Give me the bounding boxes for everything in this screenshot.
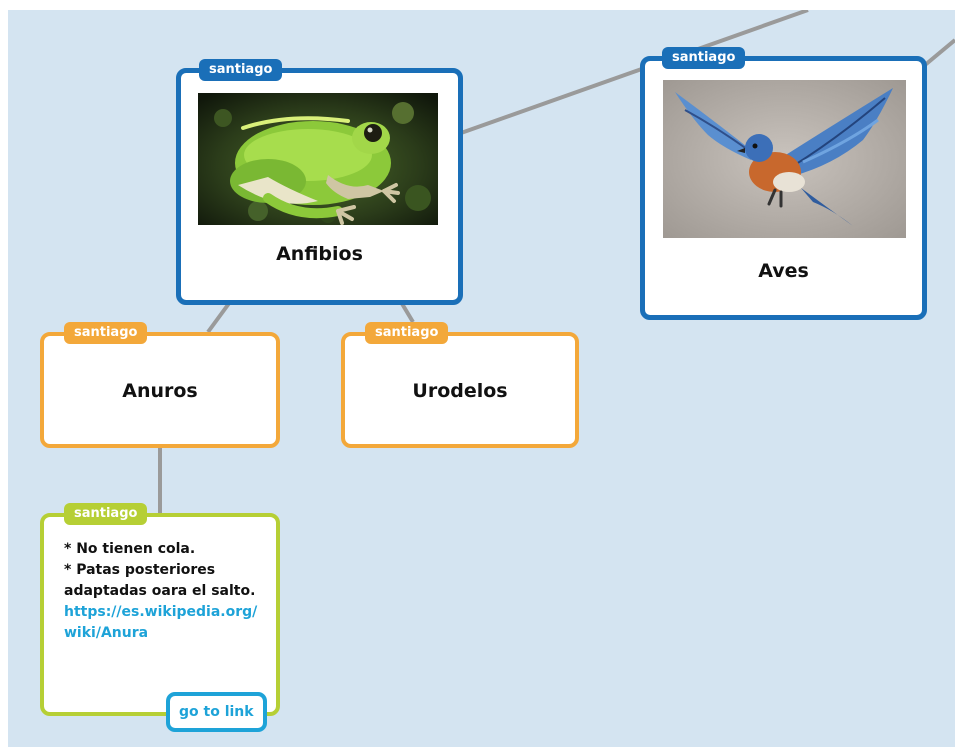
node-title: Anuros (122, 380, 198, 402)
author-tag: santiago (662, 47, 746, 69)
note-line: * No tienen cola. (64, 541, 196, 557)
note-url[interactable]: https://es.wikipedia.org/wiki/Anura (64, 604, 258, 641)
node-title: Anfibios (276, 243, 363, 265)
author-tag: santiago (199, 59, 283, 81)
connector-anfibios-top (460, 10, 809, 135)
bluebird-photo (663, 80, 906, 238)
node-title: Urodelos (412, 380, 508, 402)
mind-map-canvas[interactable]: santiago (8, 10, 955, 747)
node-anuros-note[interactable]: santiago * No tienen cola. * Patas poste… (40, 503, 280, 732)
connector-aves-top (923, 38, 955, 67)
node-aves[interactable]: santiago (640, 47, 927, 320)
node-anfibios[interactable]: santiago (176, 59, 463, 305)
frog-photo (198, 93, 438, 225)
node-anuros[interactable]: santiago Anuros (40, 322, 280, 448)
note-line: * Patas posteriores adaptadas oara el sa… (64, 562, 256, 599)
connector-lines (158, 10, 955, 515)
author-tag: santiago (64, 503, 148, 525)
author-tag: santiago (64, 322, 148, 344)
go-to-link-button[interactable]: go to link (166, 692, 267, 732)
node-title: Aves (758, 260, 809, 282)
connector-anfibios-anuros (206, 300, 232, 334)
note-text: * No tienen cola. * Patas posteriores ad… (64, 539, 266, 644)
connector-anfibios-urodelos (399, 300, 415, 324)
node-urodelos[interactable]: santiago Urodelos (341, 322, 579, 448)
author-tag: santiago (365, 322, 449, 344)
